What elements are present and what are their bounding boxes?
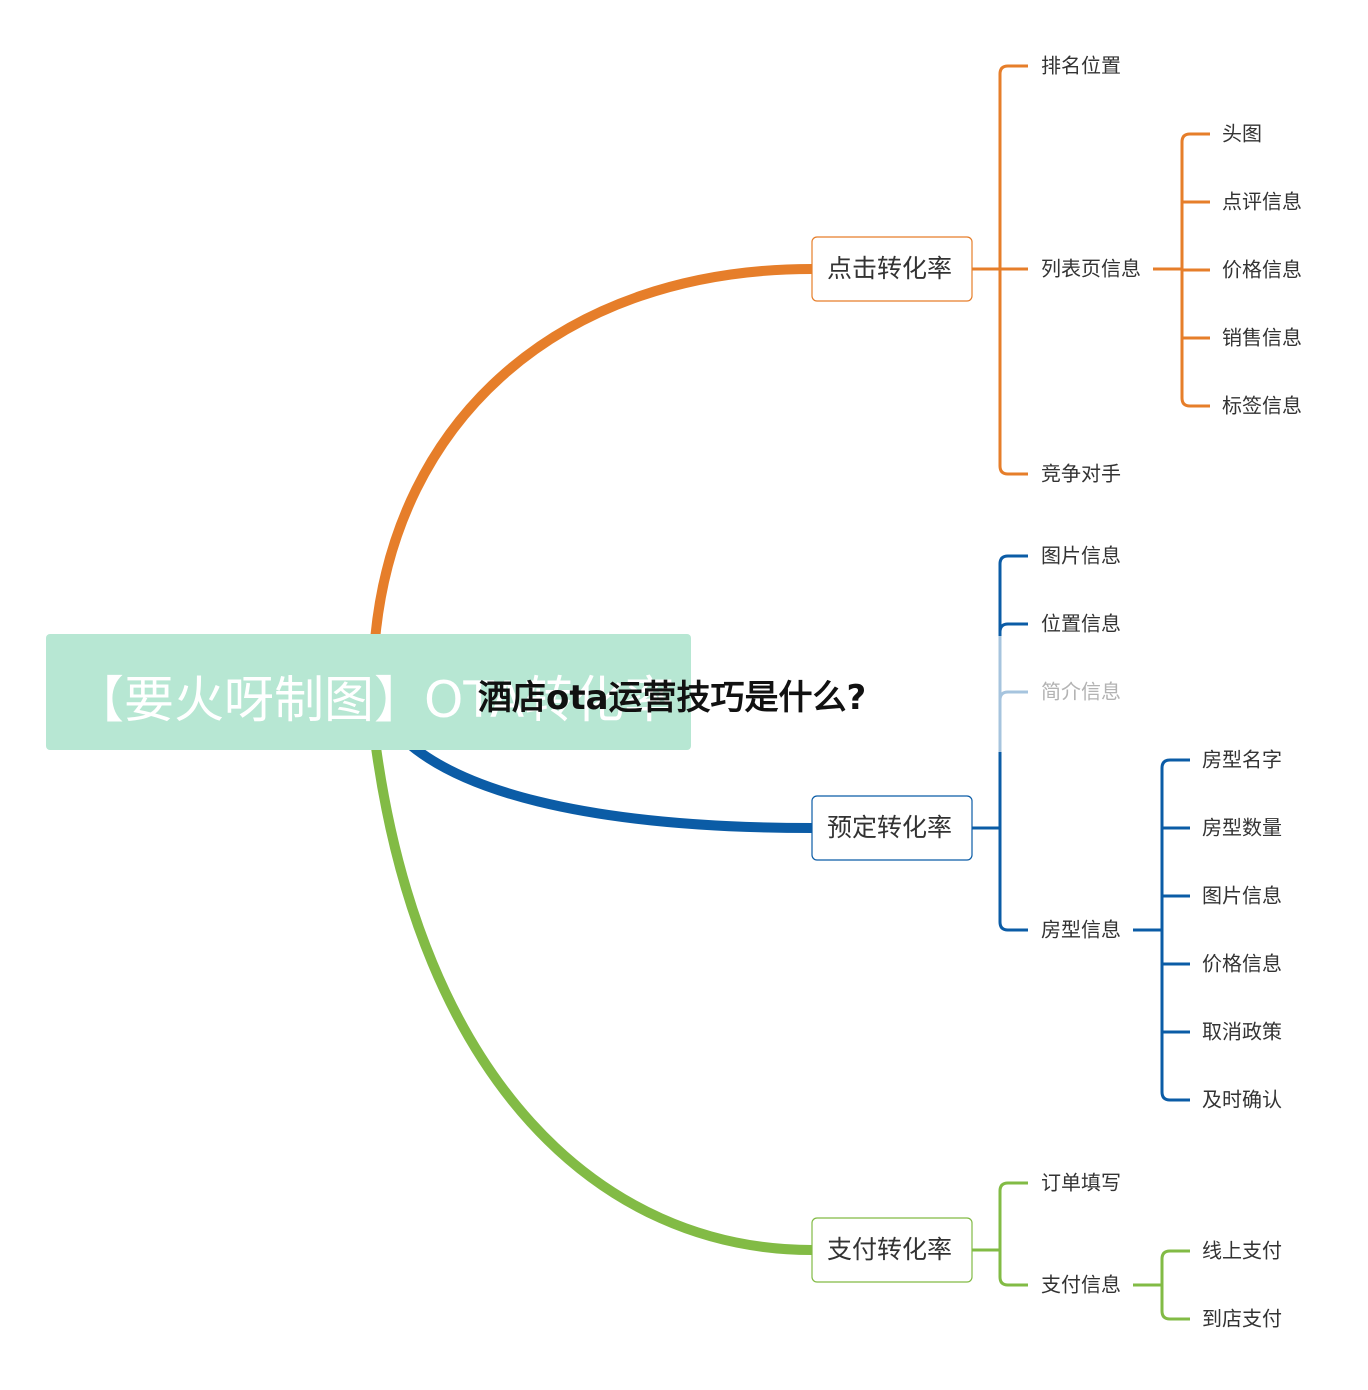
child-node-label: 订单填写: [1041, 1171, 1121, 1195]
child-node-label: 房型信息: [1041, 918, 1121, 942]
child-connector: [998, 1276, 1028, 1287]
grandchild-node-label: 取消政策: [1202, 1020, 1282, 1044]
branch-node-label: 支付转化率: [827, 1235, 952, 1264]
grandchild-node-label: 房型名字: [1202, 748, 1282, 772]
child-connector: [998, 64, 1028, 75]
grandchild-node-label: 销售信息: [1222, 326, 1302, 350]
grandchild-branch: [1180, 132, 1210, 143]
grandchild-node-label: 头图: [1222, 122, 1262, 146]
main-branch-curve: [370, 735, 817, 1255]
grandchild-branch: [1160, 1310, 1190, 1321]
child-node-label: 位置信息: [1041, 612, 1121, 636]
child-connector: [998, 465, 1028, 476]
grandchild-branch: [1160, 1249, 1190, 1260]
child-connector: [998, 622, 1028, 633]
child-node-label: 排名位置: [1041, 54, 1121, 78]
grandchild-branch: [1160, 758, 1190, 769]
child-connector: [998, 1181, 1028, 1192]
grandchild-node-label: 价格信息: [1202, 952, 1282, 976]
overlay-title: 酒店ota运营技巧是什么?: [478, 678, 867, 718]
grandchild-branch: [1160, 1091, 1190, 1102]
child-connector: [998, 690, 1028, 701]
child-node-label: 列表页信息: [1041, 257, 1141, 281]
grandchild-node-label: 及时确认: [1202, 1088, 1282, 1112]
child-node-label: 竞争对手: [1041, 462, 1121, 486]
child-node-label: 图片信息: [1041, 544, 1121, 568]
branch-node-label: 点击转化率: [827, 254, 952, 283]
grandchild-node-label: 标签信息: [1222, 394, 1302, 418]
grandchild-branch: [1180, 397, 1210, 408]
child-node-label: 简介信息: [1041, 680, 1121, 704]
child-connector: [998, 921, 1028, 932]
grandchild-node-label: 房型数量: [1202, 816, 1282, 840]
child-connector: [998, 554, 1028, 565]
branch-node-label: 预定转化率: [827, 813, 952, 842]
grandchild-node-label: 线上支付: [1202, 1239, 1282, 1263]
child-node-label: 支付信息: [1041, 1273, 1121, 1297]
root-node[interactable]: [46, 634, 691, 750]
root-node-label: 【要火呀制图】OTA转化率: [74, 671, 675, 729]
grandchild-node-label: 点评信息: [1222, 190, 1302, 214]
grandchild-node-label: 图片信息: [1202, 884, 1282, 908]
grandchild-node-label: 到店支付: [1202, 1307, 1282, 1331]
grandchild-node-label: 价格信息: [1222, 258, 1302, 282]
main-branch-curve: [370, 264, 817, 645]
